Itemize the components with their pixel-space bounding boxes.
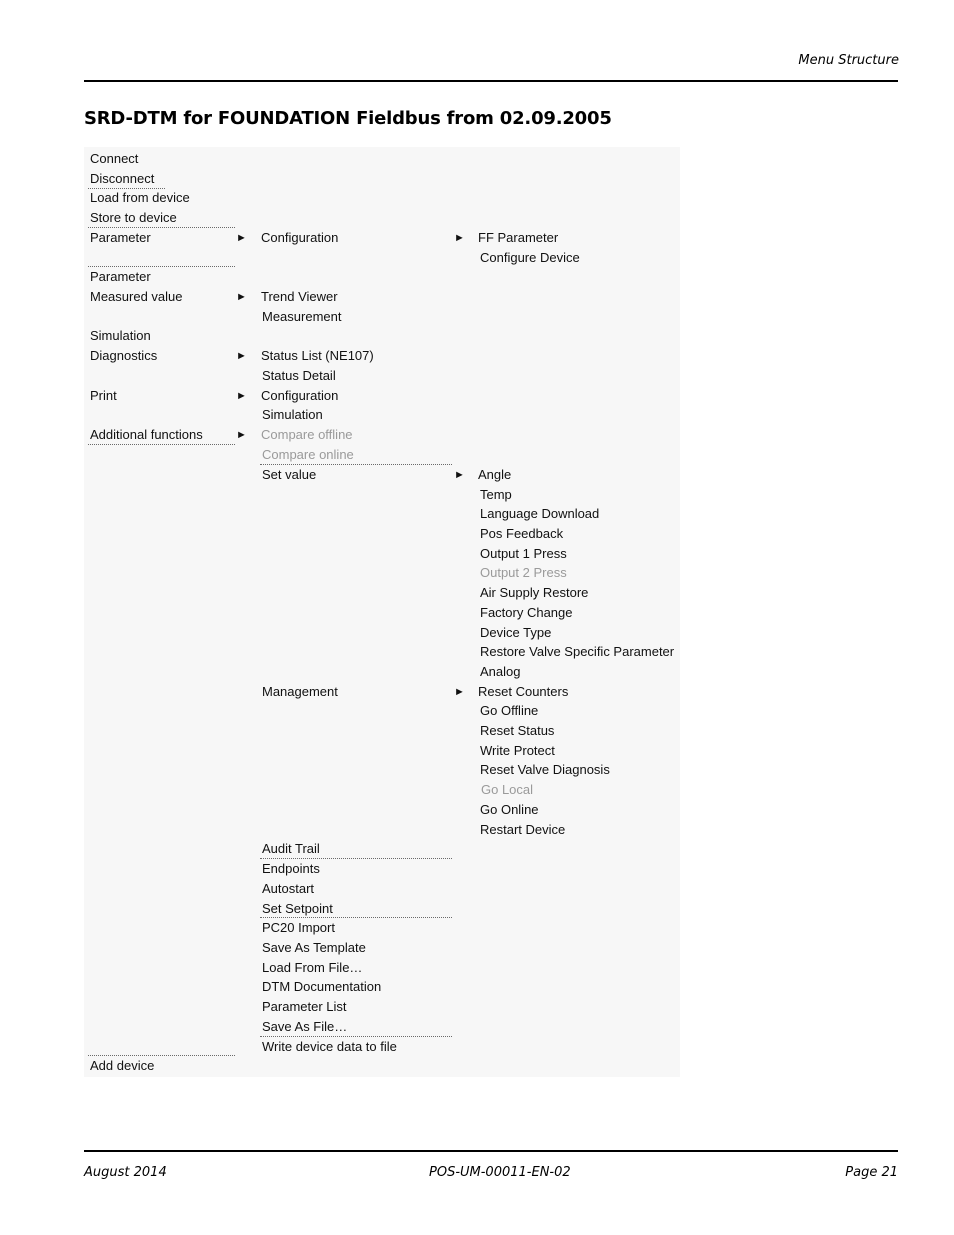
menu-separator [88, 227, 235, 228]
menu-item-parameter-submenu[interactable]: Parameter [90, 230, 151, 245]
footer-page: Page 21 [845, 1165, 898, 1180]
menu-item-restart-device[interactable]: Restart Device [480, 822, 566, 837]
menu-item-load-from-device[interactable]: Load from device [90, 190, 190, 205]
menu-item-analog[interactable]: Analog [480, 664, 521, 679]
header-section-title: Menu Structure [798, 53, 899, 68]
menu-item-endpoints[interactable]: Endpoints [262, 861, 320, 876]
menu-item-print[interactable]: Print [90, 388, 117, 403]
menu-item-temp[interactable]: Temp [480, 487, 512, 502]
menu-item-go-offline[interactable]: Go Offline [480, 703, 539, 718]
menu-item-compare-offline[interactable]: Compare offline [261, 427, 353, 442]
menu-item-output-1-press[interactable]: Output 1 Press [480, 546, 567, 561]
menu-separator [260, 917, 452, 918]
header-rule [84, 80, 898, 82]
menu-item-set-value[interactable]: Set value [262, 467, 317, 482]
menu-item-management[interactable]: Management [262, 684, 338, 699]
menu-item-parameter-list[interactable]: Parameter List [262, 999, 347, 1014]
menu-item-autostart[interactable]: Autostart [262, 881, 315, 896]
menu-item-status-list[interactable]: Status List (NE107) [261, 348, 374, 363]
menu-item-additional-functions[interactable]: Additional functions [90, 427, 203, 442]
menu-item-diagnostics[interactable]: Diagnostics [90, 348, 158, 363]
submenu-arrow-icon: ► [236, 232, 247, 244]
menu-item-disconnect[interactable]: Disconnect [90, 171, 155, 186]
footer-date: August 2014 [84, 1165, 167, 1180]
footer-rule [84, 1150, 898, 1152]
menu-item-parameter[interactable]: Parameter [90, 269, 151, 284]
menu-item-measurement[interactable]: Measurement [262, 309, 342, 324]
menu-item-angle[interactable]: Angle [478, 467, 512, 482]
menu-item-status-detail[interactable]: Status Detail [262, 368, 336, 383]
menu-separator [260, 464, 452, 465]
page-title: SRD-DTM for FOUNDATION Fieldbus from 02.… [84, 108, 612, 129]
menu-item-save-as-file[interactable]: Save As File… [262, 1019, 348, 1034]
menu-separator [88, 188, 165, 189]
menu-item-load-from-file[interactable]: Load From File… [262, 960, 363, 975]
footer-doc-id: POS-UM-00011-EN-02 [429, 1165, 571, 1180]
menu-item-compare-online[interactable]: Compare online [262, 447, 354, 462]
submenu-arrow-icon: ► [236, 350, 247, 362]
menu-item-reset-valve-diagnosis[interactable]: Reset Valve Diagnosis [480, 762, 610, 777]
submenu-arrow-icon: ► [454, 232, 465, 244]
menu-item-measured-value[interactable]: Measured value [90, 289, 183, 304]
menu-separator [260, 858, 452, 859]
menu-item-configuration[interactable]: Configuration [261, 230, 339, 245]
menu-item-ff-parameter[interactable]: FF Parameter [478, 230, 559, 245]
submenu-arrow-icon: ► [236, 291, 247, 303]
menu-item-simulation[interactable]: Simulation [90, 328, 151, 343]
menu-item-pc20-import[interactable]: PC20 Import [262, 920, 335, 935]
menu-item-set-setpoint[interactable]: Set Setpoint [262, 901, 333, 916]
menu-item-language-download[interactable]: Language Download [480, 506, 600, 521]
menu-item-device-type[interactable]: Device Type [480, 625, 552, 640]
menu-item-print-configuration[interactable]: Configuration [261, 388, 339, 403]
menu-item-go-online[interactable]: Go Online [480, 802, 539, 817]
submenu-arrow-icon: ► [454, 686, 465, 698]
menu-item-dtm-documentation[interactable]: DTM Documentation [262, 979, 382, 994]
menu-item-restore-valve-param[interactable]: Restore Valve Specific Parameter [480, 644, 675, 659]
menu-item-trend-viewer[interactable]: Trend Viewer [261, 289, 338, 304]
menu-item-go-local[interactable]: Go Local [481, 782, 534, 797]
menu-item-output-2-press[interactable]: Output 2 Press [480, 565, 567, 580]
menu-separator [260, 1036, 452, 1037]
menu-item-air-supply-restore[interactable]: Air Supply Restore [480, 585, 589, 600]
menu-item-save-as-template[interactable]: Save As Template [262, 940, 366, 955]
menu-item-add-device[interactable]: Add device [90, 1058, 155, 1073]
submenu-arrow-icon: ► [236, 390, 247, 402]
menu-separator [88, 1055, 235, 1056]
menu-item-audit-trail[interactable]: Audit Trail [262, 841, 320, 856]
submenu-arrow-icon: ► [454, 469, 465, 481]
menu-item-store-to-device[interactable]: Store to device [90, 210, 177, 225]
menu-item-factory-change[interactable]: Factory Change [480, 605, 573, 620]
menu-item-pos-feedback[interactable]: Pos Feedback [480, 526, 564, 541]
menu-separator [88, 444, 235, 445]
menu-separator [88, 266, 235, 267]
menu-structure-panel: Connect Disconnect Load from device Stor… [84, 147, 680, 1077]
menu-item-print-simulation[interactable]: Simulation [262, 407, 323, 422]
menu-item-write-device-data[interactable]: Write device data to file [262, 1039, 397, 1054]
menu-item-reset-status[interactable]: Reset Status [480, 723, 555, 738]
menu-item-configure-device[interactable]: Configure Device [480, 250, 580, 265]
submenu-arrow-icon: ► [236, 429, 247, 441]
menu-item-reset-counters[interactable]: Reset Counters [478, 684, 569, 699]
menu-item-write-protect[interactable]: Write Protect [480, 743, 555, 758]
menu-item-connect[interactable]: Connect [90, 151, 139, 166]
